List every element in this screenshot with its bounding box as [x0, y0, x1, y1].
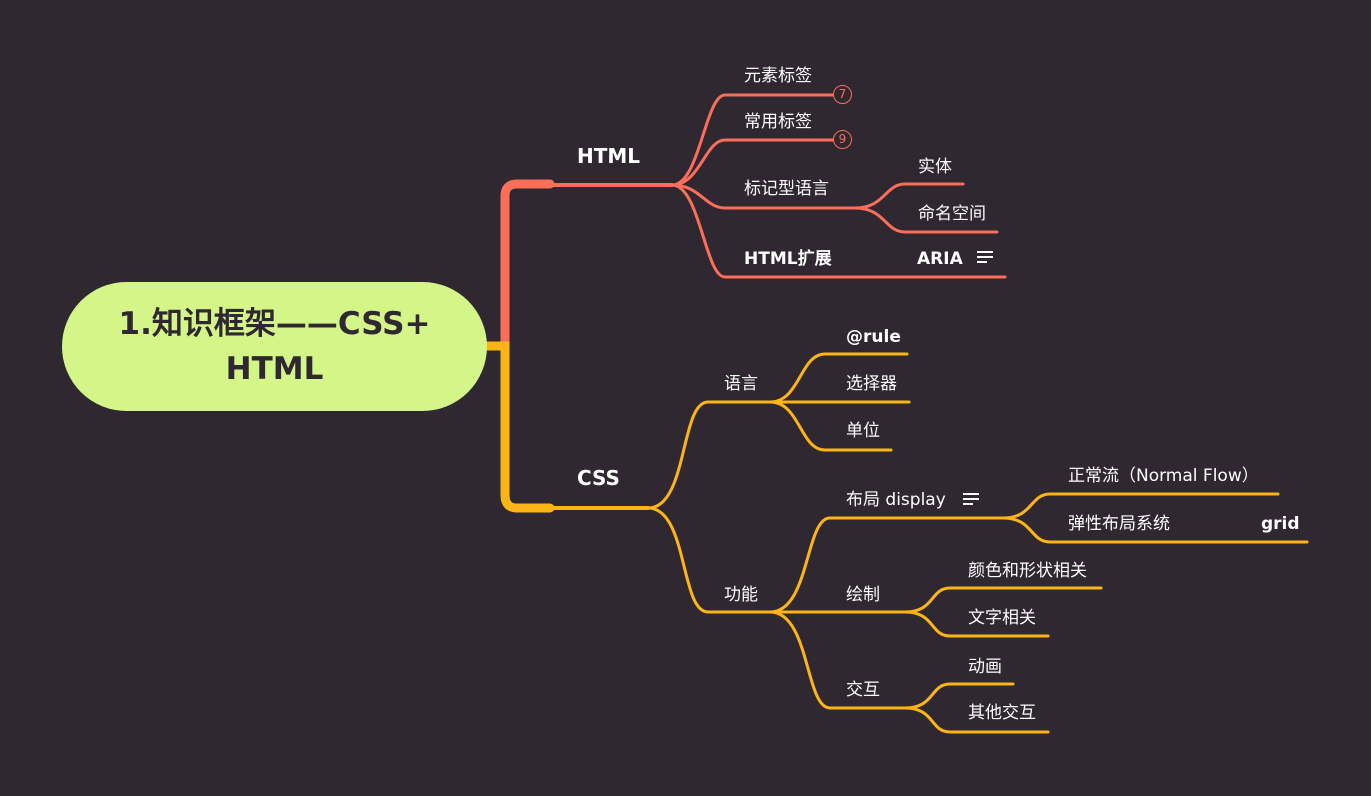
node-changyong-biaoqian[interactable]: 常用标签	[744, 112, 812, 132]
node-buju-display[interactable]: 布局 display	[846, 490, 946, 510]
node-yuyan[interactable]: 语言	[724, 374, 758, 394]
connector-html-biaoji	[670, 183, 857, 210]
connector-html-yuansu	[670, 93, 835, 187]
node-biaoji-yuyan[interactable]: 标记型语言	[744, 179, 829, 199]
root-title-line2: HTML	[225, 350, 324, 387]
connector-root-html	[482, 179, 555, 351]
node-rule[interactable]: @rule	[846, 327, 901, 347]
connector-css-gongneng	[646, 506, 772, 614]
connector-yuyan-danwei	[768, 400, 893, 452]
connector-huizhi-wenzi	[903, 610, 1050, 638]
node-wenzi-xiangguan[interactable]: 文字相关	[968, 608, 1036, 628]
node-shiti[interactable]: 实体	[918, 157, 952, 177]
node-huizhi[interactable]: 绘制	[846, 585, 880, 605]
node-tanxing-buju[interactable]: 弹性布局系统	[1068, 514, 1170, 534]
node-html-kuozhan[interactable]: HTML扩展	[744, 249, 832, 269]
node-jiaohu[interactable]: 交互	[846, 680, 880, 700]
connector-gongneng-buju	[768, 516, 1005, 614]
root-node[interactable]: 1.知识框架——CSS+ HTML	[62, 282, 487, 411]
node-yanse-xingzhuang[interactable]: 颜色和形状相关	[968, 561, 1087, 581]
badge-count-yuansu[interactable]: 7	[833, 85, 852, 104]
connector-css-yuyan	[646, 400, 772, 510]
node-normal-flow[interactable]: 正常流（Normal Flow）	[1068, 466, 1259, 486]
connector-jiaohu-qita	[903, 706, 1050, 734]
connector-yuyan-rule	[768, 352, 909, 404]
connector-gongneng-jiaohu	[768, 610, 907, 710]
badge-count-changyong[interactable]: 9	[833, 130, 852, 149]
connector-buju-flex	[1001, 516, 1309, 544]
connector-biaoji-shiti	[853, 182, 965, 210]
connector-root-css	[482, 341, 555, 513]
notes-icon[interactable]	[977, 251, 995, 265]
node-danwei[interactable]: 单位	[846, 421, 880, 441]
node-aria[interactable]: ARIA	[917, 249, 963, 269]
connector-biaoji-mingming	[853, 206, 999, 234]
node-yuansu-biaoqian[interactable]: 元素标签	[744, 66, 812, 86]
node-gongneng[interactable]: 功能	[724, 585, 758, 605]
node-donghua[interactable]: 动画	[968, 657, 1002, 677]
node-xuanzeqi[interactable]: 选择器	[846, 374, 897, 394]
node-mingming-kongjian[interactable]: 命名空间	[918, 204, 986, 224]
connector-buju-normal	[1001, 492, 1280, 520]
root-title: 1.知识框架——CSS+ HTML	[119, 302, 431, 392]
branch-css[interactable]: CSS	[577, 466, 620, 490]
node-qita-jiaohu[interactable]: 其他交互	[968, 703, 1036, 723]
root-title-line1: 1.知识框架——CSS+	[118, 305, 431, 342]
branch-html[interactable]: HTML	[577, 144, 641, 168]
connector-jiaohu-donghua	[903, 682, 1015, 710]
connector-huizhi-yanse	[903, 586, 1103, 614]
node-grid[interactable]: grid	[1261, 514, 1300, 534]
notes-icon[interactable]	[963, 493, 981, 507]
connector-html-kuozhan	[670, 183, 1007, 279]
connector-html-changyong	[670, 138, 835, 187]
